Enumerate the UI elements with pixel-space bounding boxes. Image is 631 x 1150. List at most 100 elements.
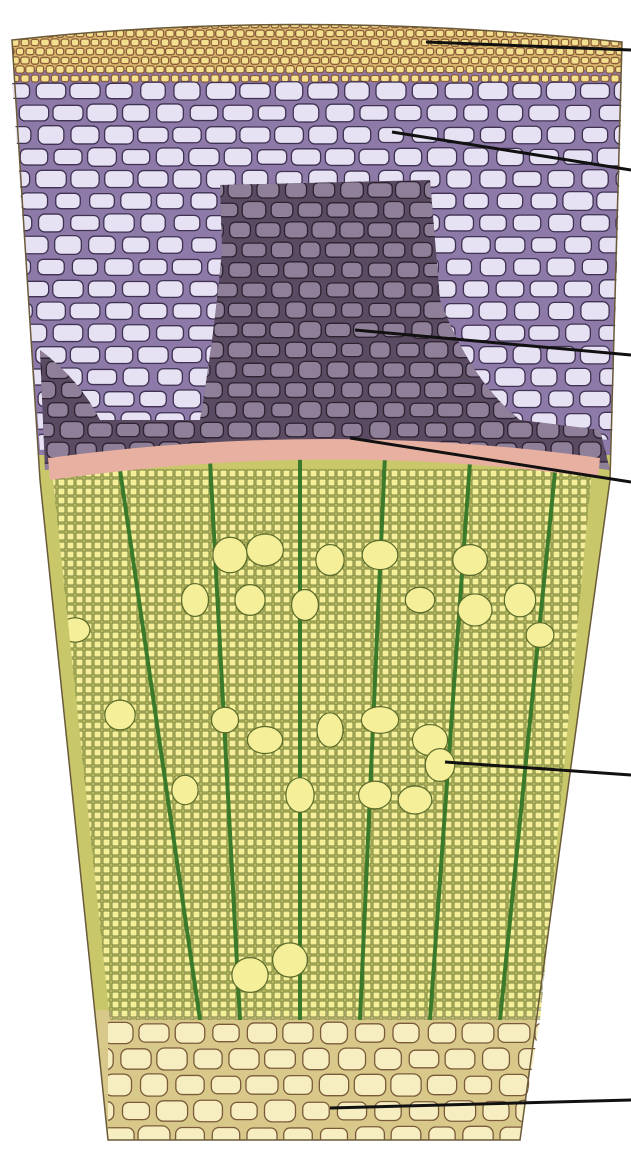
xylem-fiber-cell (382, 812, 389, 819)
xylem-fiber-cell (328, 875, 335, 882)
xylem-fiber-cell (193, 524, 200, 531)
xylem-fiber-cell (562, 911, 569, 918)
xylem-fiber-cell (40, 902, 47, 909)
xylem-fiber-cell (364, 686, 371, 693)
xylem-fiber-cell (499, 479, 506, 486)
xylem-fiber-cell (562, 965, 569, 972)
xylem-fiber-cell (364, 524, 371, 531)
xylem-fiber-cell (571, 929, 578, 936)
pith-cell (157, 1048, 187, 1070)
xylem-fiber-cell (535, 884, 542, 891)
xylem-fiber-cell (220, 830, 227, 837)
xylem-fiber-cell (130, 776, 137, 783)
xylem-fiber-cell (193, 812, 200, 819)
epidermis-cell (141, 21, 149, 27)
xylem-fiber-cell (463, 740, 470, 747)
xylem-fiber-cell (508, 695, 515, 702)
xylem-fiber-cell (202, 758, 209, 765)
xylem-fiber-cell (67, 875, 74, 882)
xylem-fiber-cell (472, 650, 479, 657)
xylem-fiber-cell (49, 812, 56, 819)
xylem-fiber-cell (202, 668, 209, 675)
cortex-cell (53, 105, 83, 120)
xylem-fiber-cell (274, 641, 281, 648)
xylem-fiber-cell (103, 677, 110, 684)
xylem-fiber-cell (472, 938, 479, 945)
xylem-fiber-cell (139, 560, 146, 567)
xylem-fiber-cell (166, 695, 173, 702)
xylem-fiber-cell (553, 776, 560, 783)
cortex-cell (547, 127, 575, 144)
cortex-cell (172, 259, 201, 274)
xylem-fiber-cell (409, 875, 416, 882)
xylem-fiber-cell (346, 686, 353, 693)
xylem-fiber-cell (535, 578, 542, 585)
xylem-fiber-cell (418, 848, 425, 855)
xylem-fiber-cell (499, 578, 506, 585)
xylem-fiber-cell (535, 875, 542, 882)
xylem-fiber-cell (58, 983, 65, 990)
xylem-fiber-cell (580, 938, 587, 945)
xylem-fiber-cell (364, 497, 371, 504)
xylem-fiber-cell (130, 641, 137, 648)
xylem-fiber-cell (130, 506, 137, 513)
xylem-fiber-cell (58, 488, 65, 495)
xylem-fiber-cell (409, 884, 416, 891)
xylem-fiber-cell (571, 947, 578, 954)
xylem-fiber-cell (112, 623, 119, 630)
epidermis-cell (0, 48, 4, 55)
xylem-fiber-cell (382, 569, 389, 576)
xylem-fiber-cell (481, 497, 488, 504)
xylem-fiber-cell (319, 974, 326, 981)
xylem-fiber-cell (319, 920, 326, 927)
xylem-fiber-cell (346, 956, 353, 963)
xylem-fiber-cell (400, 677, 407, 684)
xylem-fiber-cell (346, 488, 353, 495)
xylem-fiber-cell (175, 929, 182, 936)
xylem-fiber-cell (382, 740, 389, 747)
epidermis-cell (586, 30, 595, 37)
xylem-fiber-cell (220, 1001, 227, 1008)
xylem-fiber-cell (508, 668, 515, 675)
xylem-fiber-cell (184, 515, 191, 522)
phloem-cell (257, 302, 279, 318)
xylem-fiber-cell (382, 758, 389, 765)
xylem-fiber-cell (364, 596, 371, 603)
xylem-fiber-cell (220, 488, 227, 495)
xylem-fiber-cell (463, 992, 470, 999)
cortex-cell (616, 216, 631, 231)
xylem-fiber-cell (571, 497, 578, 504)
xylem-fiber-cell (508, 1010, 515, 1017)
xylem-fiber-cell (184, 641, 191, 648)
xylem-fiber-cell (418, 524, 425, 531)
xylem-fiber-cell (589, 713, 596, 720)
xylem-fiber-cell (472, 848, 479, 855)
xylem-fiber-cell (508, 956, 515, 963)
xylem-fiber-cell (193, 632, 200, 639)
xylem-fiber-cell (328, 920, 335, 927)
xylem-fiber-cell (544, 677, 551, 684)
phloem-cell (342, 303, 363, 318)
xylem-fiber-cell (490, 947, 497, 954)
xylem-fiber-cell (184, 704, 191, 711)
cortex-cell (495, 325, 524, 341)
xylem-fiber-cell (436, 965, 443, 972)
xylem-fiber-cell (58, 803, 65, 810)
cortex-cell (105, 126, 134, 144)
xylem-fiber-cell (391, 884, 398, 891)
xylem-fiber-cell (337, 947, 344, 954)
xylem-fiber-cell (418, 974, 425, 981)
cortex-cell (192, 238, 217, 253)
xylem-fiber-cell (364, 506, 371, 513)
xylem-fiber-cell (400, 605, 407, 612)
xylem-fiber-cell (400, 623, 407, 630)
xylem-fiber-cell (355, 578, 362, 585)
epidermis-cell (66, 48, 75, 54)
epidermis-cell (366, 66, 374, 73)
xylem-fiber-cell (292, 722, 299, 729)
xylem-fiber-cell (112, 479, 119, 486)
xylem-fiber-cell (391, 785, 398, 792)
xylem-fiber-cell (211, 875, 218, 882)
xylem-fiber-cell (193, 713, 200, 720)
xylem-fiber-cell (247, 569, 254, 576)
